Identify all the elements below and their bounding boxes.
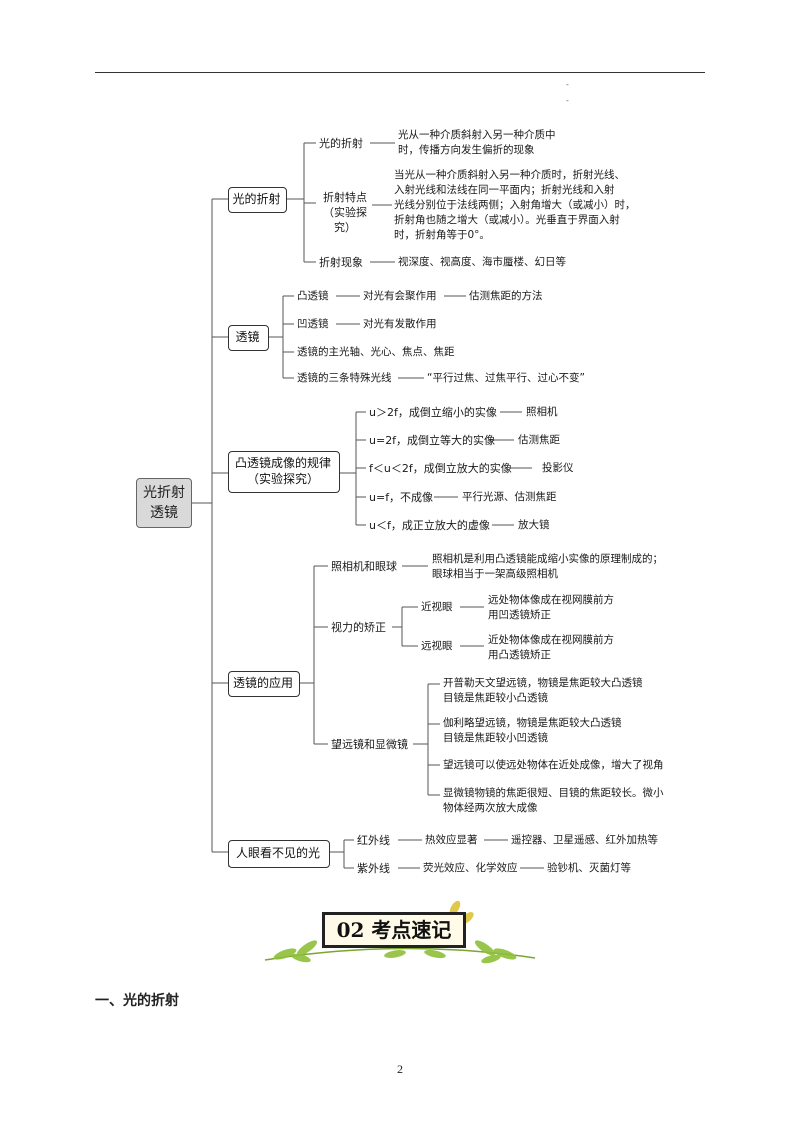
root-node: 光折射 透镜 (136, 478, 192, 528)
leaf-banner-decoration (264, 900, 536, 964)
refraction-feat-label: 折射特点 （实验探究） (323, 191, 367, 234)
app-scope-item: 望远镜可以使远处物体在近处成像，增大了视角 (443, 759, 664, 771)
imaging-use: 照相机 (526, 406, 558, 418)
lens-axis: 透镜的主光轴、光心、焦点、焦距 (297, 346, 455, 358)
app-scope-item: 开普勒天文望远镜，物镜是焦距较大凸透镜 目镜是焦距较小凸透镜 (443, 677, 643, 704)
lens-rays-text: “平行过焦、过焦平行、过心不变” (427, 372, 585, 384)
imaging-use: 平行光源、估测焦距 (462, 491, 557, 503)
imaging-cond: u＜f，成正立放大的虚像 (369, 519, 490, 532)
margin-mark: - (566, 80, 569, 89)
app-scope-item: 伽利略望远镜，物镜是焦距较大凸透镜 目镜是焦距较小凹透镜 (443, 717, 622, 744)
imaging-cond: u＞2f，成倒立缩小的实像 (369, 406, 497, 419)
branch-lens-box (228, 325, 269, 351)
imaging-use: 估测焦距 (518, 434, 560, 446)
app-myopia-text: 远处物体像成在视网膜前方 用凹透镜矫正 (488, 594, 614, 621)
lens-concave: 凹透镜 (297, 318, 329, 330)
page-number: 2 (397, 1062, 403, 1076)
lens-concave-effect: 对光有发散作用 (363, 318, 437, 330)
section-banner: 02 考点速记 (322, 912, 466, 948)
imaging-use: 放大镜 (518, 519, 550, 531)
header-rule (95, 72, 705, 73)
uv-uses: 验钞机、灭菌灯等 (547, 862, 631, 874)
app-scope-item: 显微镜物镜的焦距很短、目镜的焦距较长。微小 物体经两次放大成像 (443, 787, 664, 814)
branch-invisible-box (228, 840, 330, 868)
uv-effect: 荧光效应、化学效应 (423, 862, 518, 874)
app-hyperopia-text: 近处物体像成在视网膜前方 用凸透镜矫正 (488, 634, 614, 661)
imaging-cond: u=2f，成倒立等大的实像 (369, 434, 496, 447)
lens-rays: 透镜的三条特殊光线 (297, 372, 392, 384)
refraction-def-text: 光从一种介质斜射入另一种介质中 时，传播方向发生偏折的现象 (398, 129, 556, 156)
mind-map-connectors (192, 142, 544, 869)
ir-effect: 热效应显著 (425, 834, 478, 846)
branch-application-label: 透镜的应用 (232, 676, 293, 690)
branch-application-box (228, 671, 300, 697)
branch-refraction-box (228, 187, 287, 213)
app-vision-label: 视力的矫正 (331, 621, 386, 634)
app-camera-label: 照相机和眼球 (331, 560, 397, 573)
app-camera-text: 照相机是利用凸透镜能成缩小实像的原理制成的； 眼球相当于一架高级照相机 (432, 553, 663, 580)
app-hyperopia-label: 远视眼 (421, 640, 453, 652)
branch-refraction-label: 光的折射 (232, 192, 281, 206)
imaging-cond: f＜u＜2f，成倒立放大的实像 (369, 462, 512, 475)
imaging-use: 投影仪 (542, 462, 574, 474)
lens-convex-effect: 对光有会聚作用 (363, 290, 437, 302)
app-myopia-label: 近视眼 (421, 601, 453, 613)
ir-label: 红外线 (357, 834, 390, 847)
lens-convex-method: 估测焦距的方法 (469, 290, 543, 302)
imaging-cond: u=f，不成像 (369, 491, 434, 504)
refraction-phen-label: 折射现象 (319, 256, 363, 269)
branch-imaging-box (228, 451, 340, 493)
branch-invisible-label: 人眼看不见的光 (235, 846, 320, 860)
ir-uses: 遥控器、卫星遥感、红外加热等 (511, 834, 658, 846)
lens-convex: 凸透镜 (297, 290, 329, 302)
app-scopes-label: 望远镜和显微镜 (331, 738, 408, 751)
refraction-phen-text: 视深度、视高度、海市蜃楼、幻日等 (398, 256, 566, 268)
branch-lens-label: 透镜 (235, 330, 260, 344)
branch-imaging-label: 凸透镜成像的规律 （实验探究） (234, 456, 331, 486)
section-title: 一、光的折射 (95, 993, 179, 1009)
refraction-def-label: 光的折射 (319, 137, 363, 150)
uv-label: 紫外线 (357, 862, 390, 875)
margin-mark: - (566, 96, 569, 105)
refraction-feat-text: 当光从一种介质斜射入另一种介质时，折射光线、 入射光线和法线在同一平面内；折射光… (394, 169, 636, 241)
